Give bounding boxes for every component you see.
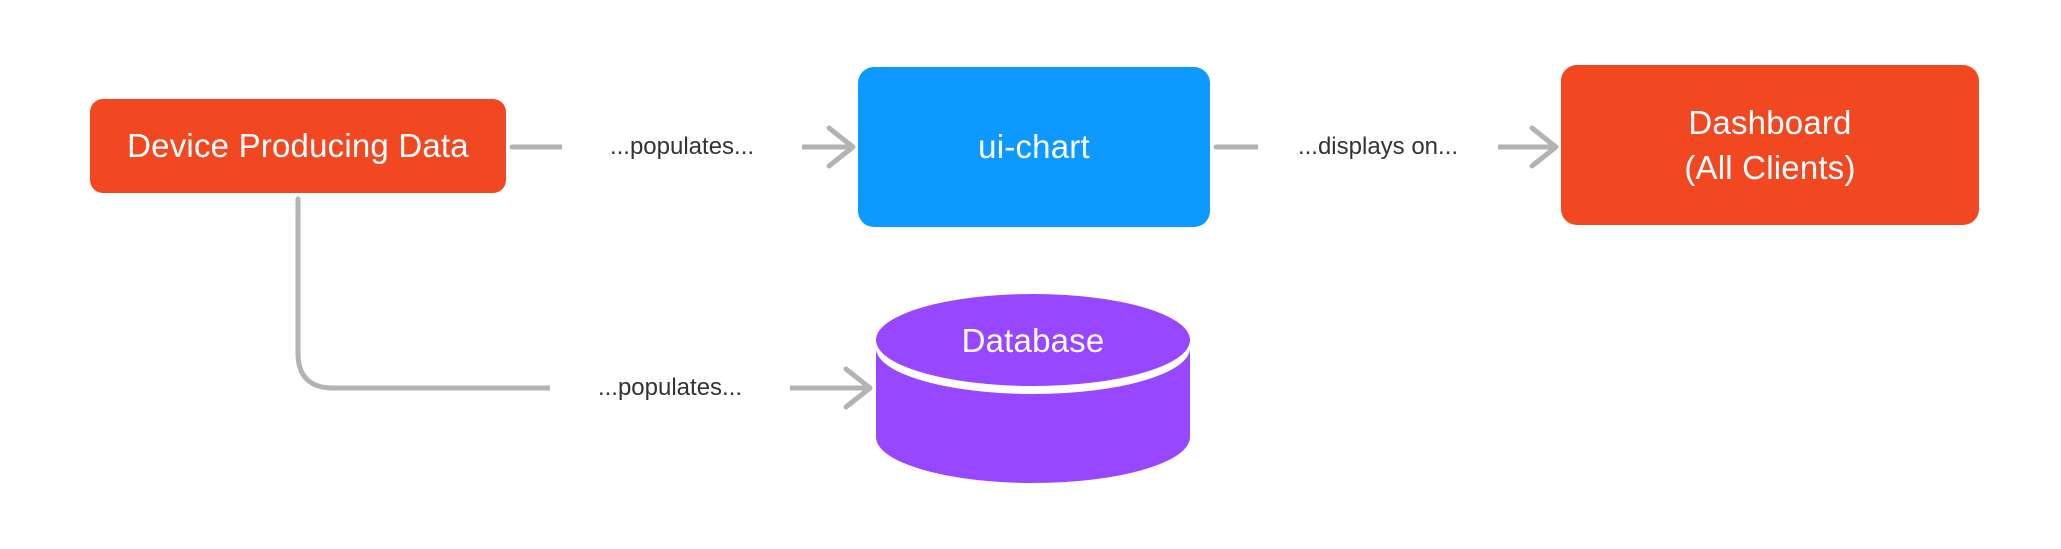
arrow-head-icon — [843, 366, 873, 410]
node-ui-chart: ui-chart — [858, 67, 1210, 227]
node-dashboard-label-line1: Dashboard — [1688, 104, 1852, 141]
arrow-head-icon — [1529, 125, 1559, 169]
node-database-label: Database — [961, 322, 1105, 359]
database-cylinder-body — [876, 348, 1190, 483]
node-dashboard-label-line2: (All Clients) — [1684, 149, 1856, 186]
node-device-label: Device Producing Data — [127, 127, 469, 164]
edge-label-populates-bottom: ...populates... — [550, 373, 790, 403]
arrow-head-icon — [826, 125, 856, 169]
database-cylinder-top — [876, 294, 1190, 386]
edge-label-displays-on: ...displays on... — [1258, 132, 1498, 162]
node-dashboard: Dashboard (All Clients) — [1561, 65, 1979, 225]
node-ui-chart-label: ui-chart — [978, 128, 1090, 165]
node-device-producing-data: Device Producing Data — [90, 99, 506, 193]
edge-label-populates-top: ...populates... — [562, 132, 802, 162]
database-cylinder-shape — [876, 294, 1190, 483]
